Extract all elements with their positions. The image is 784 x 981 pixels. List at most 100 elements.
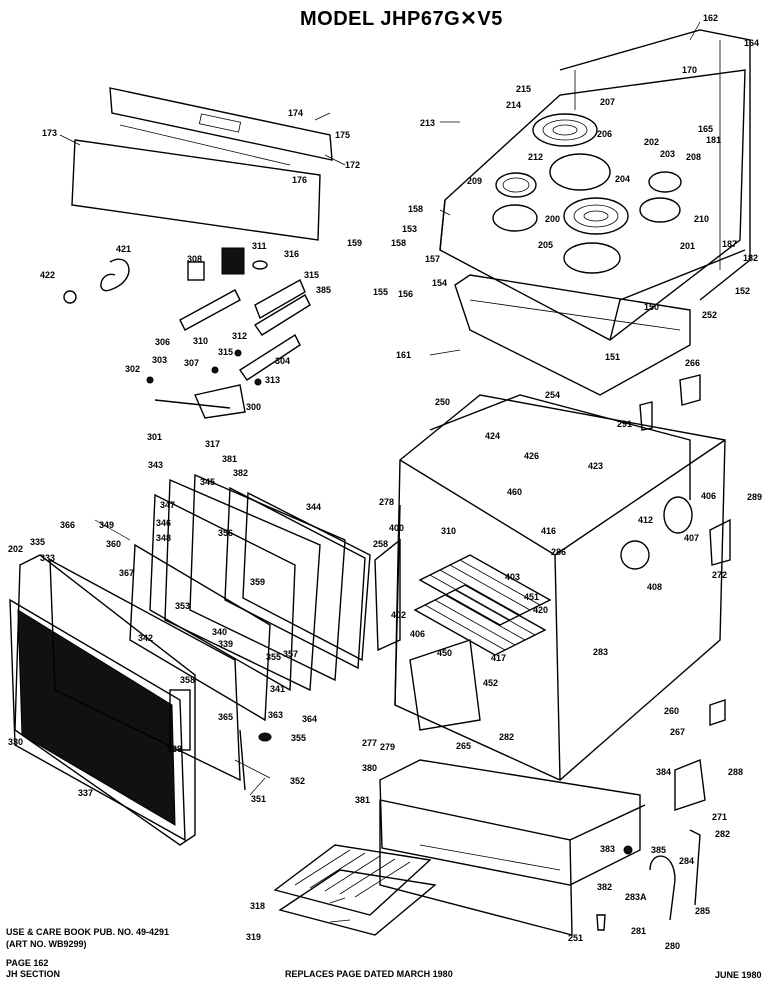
callout-label: 381 <box>222 454 237 464</box>
callout-label: 308 <box>187 254 202 264</box>
callout-label: 157 <box>425 254 440 264</box>
callout-label: 315 <box>218 347 233 357</box>
callout-label: 265 <box>456 741 471 751</box>
callout-label: 202 <box>644 137 659 147</box>
callout-label: 214 <box>506 100 521 110</box>
callout-label: 285 <box>695 906 710 916</box>
callout-label: 202 <box>8 544 23 554</box>
callout-label: 337 <box>78 788 93 798</box>
callout-label: 271 <box>712 812 727 822</box>
model-title: MODEL JHP67G✕V5 <box>300 8 503 30</box>
callout-label: 306 <box>155 337 170 347</box>
callout-label: 358 <box>180 675 195 685</box>
callout-label: 402 <box>391 610 406 620</box>
callout-label: 311 <box>252 241 267 251</box>
callout-label: 451 <box>524 592 539 602</box>
callout-label: 356 <box>218 528 233 538</box>
callout-label: 317 <box>205 439 220 449</box>
callout-label: 201 <box>680 241 695 251</box>
callout-label: 355 <box>291 733 306 743</box>
callout-label: 313 <box>265 375 280 385</box>
callout-label: 315 <box>304 270 319 280</box>
callout-label: 338 <box>167 744 182 754</box>
callout-label: 408 <box>647 582 662 592</box>
callout-label: 304 <box>275 356 290 366</box>
cooktop-assembly <box>439 29 751 396</box>
callout-label: 421 <box>116 244 131 254</box>
callout-label: 161 <box>396 350 411 360</box>
callout-label: 300 <box>246 402 261 412</box>
callout-label: 272 <box>712 570 727 580</box>
callout-label: 203 <box>660 149 675 159</box>
callout-label: 344 <box>306 502 321 512</box>
callout-label: 278 <box>379 497 394 507</box>
art-number: (ART NO. WB9299) <box>6 939 87 949</box>
callout-label: 351 <box>251 794 266 804</box>
callout-label: 450 <box>437 648 452 658</box>
callout-label: 210 <box>694 214 709 224</box>
callout-label: 164 <box>744 38 759 48</box>
storage-drawer <box>379 759 646 936</box>
issue-date: JUNE 1980 <box>715 970 762 980</box>
callout-label: 174 <box>288 108 303 118</box>
control-parts <box>63 247 311 419</box>
callout-label: 204 <box>615 174 630 184</box>
callout-label: 307 <box>184 358 199 368</box>
callout-label: 302 <box>125 364 140 374</box>
callout-label: 380 <box>362 763 377 773</box>
callout-label: 212 <box>528 152 543 162</box>
callout-label: 283A <box>625 892 647 902</box>
callout-label: 420 <box>533 605 548 615</box>
callout-label: 312 <box>232 331 247 341</box>
oven-door <box>9 473 371 846</box>
broiler-pan <box>273 844 437 936</box>
callout-label: 281 <box>631 926 646 936</box>
callout-label: 277 <box>362 738 377 748</box>
callout-label: 206 <box>597 129 612 139</box>
small-hardware <box>596 374 726 931</box>
callout-label: 187 <box>722 239 737 249</box>
callout-label: 349 <box>99 520 114 530</box>
callout-label: 205 <box>538 240 553 250</box>
callout-label: 152 <box>735 286 750 296</box>
section-label: JH SECTION <box>6 969 61 979</box>
pub-number: USE & CARE BOOK PUB. NO. 49-4291 <box>6 927 170 937</box>
callout-label: 383 <box>600 844 615 854</box>
callout-label: 333 <box>40 553 55 563</box>
callout-label: 258 <box>373 539 388 549</box>
callout-label: 208 <box>686 152 701 162</box>
callout-label: 155 <box>373 287 388 297</box>
callout-label: 159 <box>347 238 362 248</box>
callout-label: 156 <box>398 289 413 299</box>
trim-strips <box>71 87 333 241</box>
callout-label: 385 <box>316 285 331 295</box>
callout-label: 347 <box>160 500 175 510</box>
callout-label: 301 <box>147 432 162 442</box>
callout-label: 346 <box>156 518 171 528</box>
callout-label: 417 <box>491 653 506 663</box>
leader-lines <box>59 21 701 923</box>
callout-label: 303 <box>152 355 167 365</box>
callout-label: 384 <box>656 767 671 777</box>
callout-label: 363 <box>268 710 283 720</box>
callout-label: 319 <box>246 932 261 942</box>
callout-label: 364 <box>302 714 317 724</box>
callout-label: 200 <box>545 214 560 224</box>
callout-label: 353 <box>175 601 190 611</box>
callout-label: 181 <box>706 135 721 145</box>
callout-label: 407 <box>684 533 699 543</box>
callout-label: 339 <box>218 639 233 649</box>
callout-label: 284 <box>679 856 694 866</box>
part-callouts: 162 164 170 173 174 175 176 172 215 214 … <box>8 13 762 951</box>
callout-label: 291 <box>617 419 632 429</box>
callout-label: 172 <box>345 160 360 170</box>
callout-label: 173 <box>42 128 57 138</box>
callout-label: 382 <box>233 468 248 478</box>
page-number: PAGE 162 <box>6 958 49 968</box>
callout-label: 254 <box>545 390 560 400</box>
callout-label: 170 <box>682 65 697 75</box>
callout-label: 348 <box>156 533 171 543</box>
callout-label: 158 <box>408 204 423 214</box>
callout-label: 422 <box>40 270 55 280</box>
surface-burner <box>492 113 682 274</box>
